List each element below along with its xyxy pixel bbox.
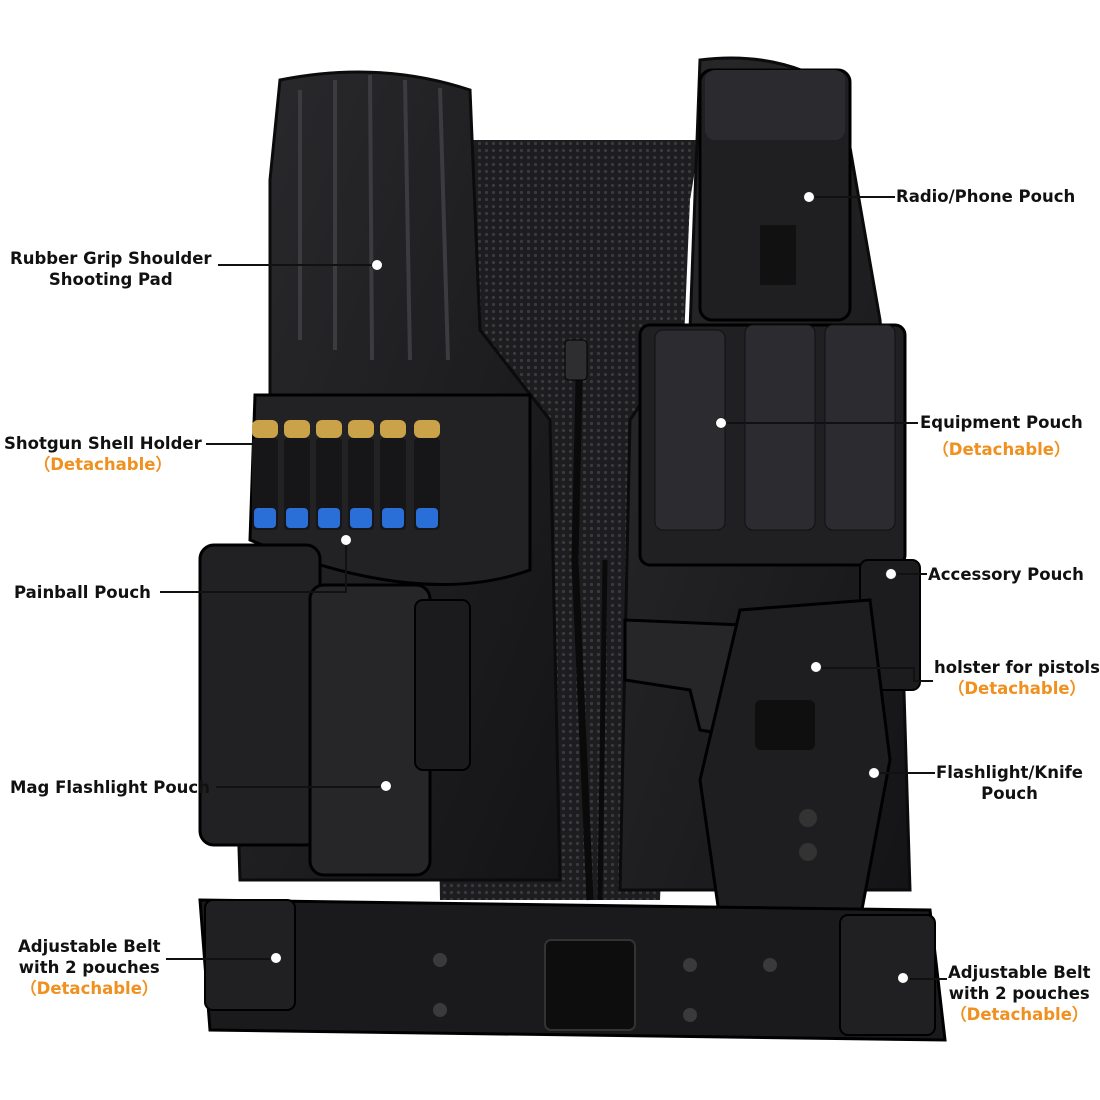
- label-radio-pouch: Radio/Phone Pouch: [896, 187, 1076, 206]
- shotgun-shells: [252, 420, 440, 530]
- label-holster: holster for pistols （Detachable）: [934, 658, 1100, 698]
- label-equipment-pouch: Equipment Pouch （Detachable）: [920, 413, 1083, 459]
- marker-mag-pouch: [380, 780, 392, 792]
- label-belt-right: Adjustable Belt with 2 pouches （Detachab…: [948, 963, 1091, 1024]
- label-belt-left: Adjustable Belt with 2 pouches （Detachab…: [18, 937, 161, 998]
- mag-pouch-shape: [198, 543, 322, 847]
- label-accessory-pouch: Accessory Pouch: [928, 565, 1084, 584]
- marker-equipment-pouch: [715, 417, 727, 429]
- marker-holster: [810, 661, 822, 673]
- marker-flashlight-pouch: [868, 767, 880, 779]
- label-shoulder-pad: Rubber Grip Shoulder Shooting Pad: [10, 249, 212, 289]
- label-flashlight-pouch: Flashlight/Knife Pouch: [936, 763, 1083, 803]
- marker-radio-pouch: [803, 191, 815, 203]
- label-mag-flashlight-pouch: Mag Flashlight Pouch: [10, 778, 210, 797]
- marker-shoulder-pad: [371, 259, 383, 271]
- marker-belt-left: [270, 952, 282, 964]
- label-shotgun-holder: Shotgun Shell Holder （Detachable）: [4, 434, 202, 474]
- marker-accessory-pouch: [885, 568, 897, 580]
- marker-paintball-pouch: [340, 534, 352, 546]
- label-paintball-pouch: Painball Pouch: [14, 583, 151, 602]
- marker-belt-right: [897, 972, 909, 984]
